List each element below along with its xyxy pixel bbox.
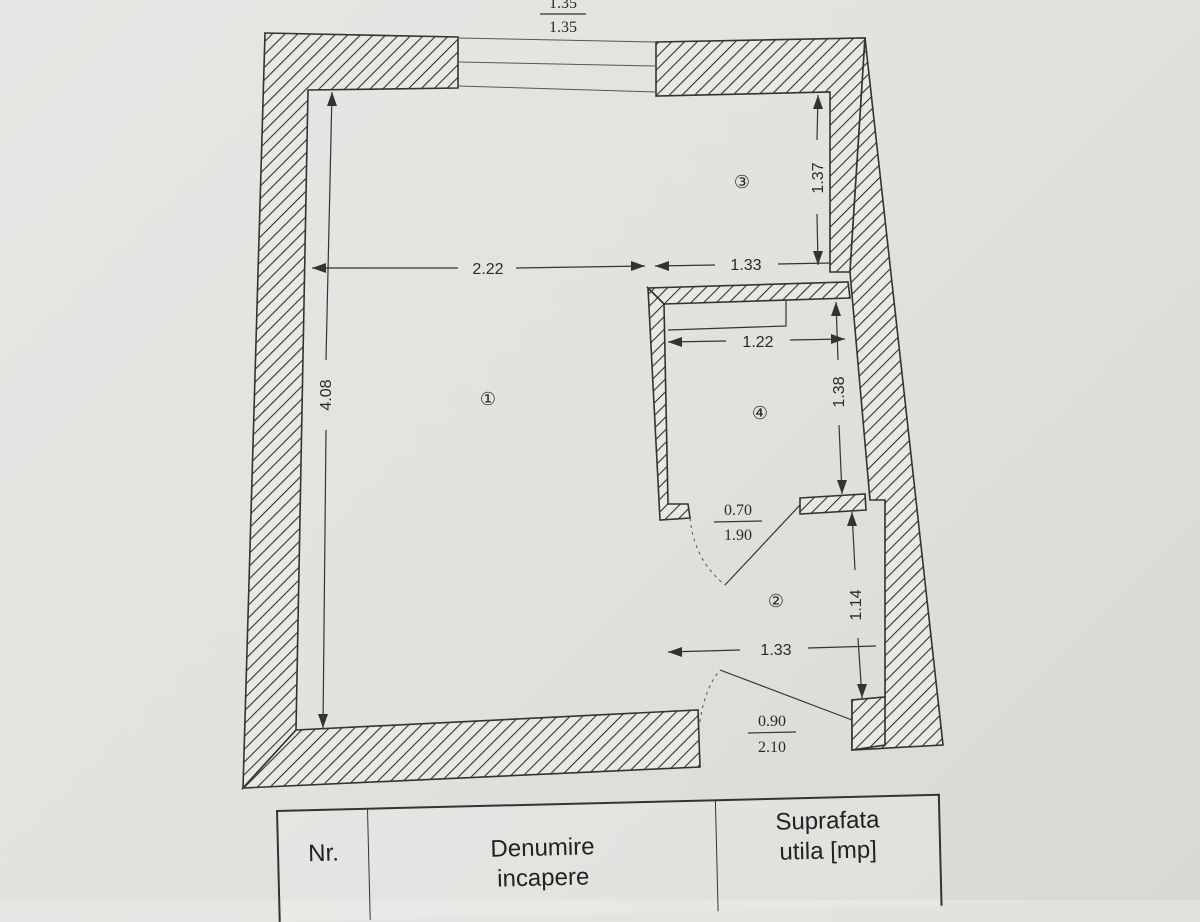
dimension-room2-width: 1.33 [667, 642, 877, 659]
wall-bathroom-left [647, 285, 691, 521]
door-entrance-fraction: 0.90 2.10 [747, 713, 797, 756]
dimension-room2-height: 1.14 [847, 511, 867, 699]
table-header-name: Denumire incapere [368, 801, 719, 920]
window-width-label: 1.35 [549, 0, 577, 12]
dimension-room4-width: 1.22 [667, 334, 846, 351]
room-number-2: ② [768, 591, 784, 612]
table-header-nr: Nr. [278, 809, 371, 922]
window-fraction: 1.35 1.35 [540, 0, 586, 36]
dimension-room3-width: 1.33 [654, 257, 831, 274]
room-number-3: ③ [734, 172, 750, 193]
table-header-area: Suprafata utila [mp] [775, 806, 880, 866]
room-number-4: ④ [752, 403, 768, 424]
room-number-1: ① [480, 389, 496, 410]
door-bathroom-fraction: 0.70 1.90 [713, 502, 763, 544]
floor-plan: 1.35 1.35 2.22 1.33 1.37 [241, 0, 944, 791]
dimension-room1-height: 4.08 [318, 91, 337, 729]
room2-height-label: 1.14 [848, 589, 865, 620]
door2-height-label: 2.10 [758, 739, 786, 756]
wall-bottom-left [241, 709, 701, 789]
wall-top-right [655, 37, 866, 273]
door1-height-label: 1.90 [724, 527, 752, 544]
bathroom-fixture [667, 300, 787, 331]
room1-height-label: 4.08 [318, 379, 335, 410]
wall-bathroom-top [646, 281, 851, 305]
room4-width-label: 1.22 [742, 334, 773, 351]
door2-width-label: 0.90 [758, 713, 786, 730]
room3-height-label: 1.37 [810, 162, 827, 193]
room-table: Nr. Denumire incapere Suprafata utila [m… [276, 793, 943, 922]
wall-left [242, 32, 459, 791]
door-bathroom [689, 504, 801, 586]
dimension-room4-height: 1.38 [831, 301, 848, 495]
dimension-room1-width: 2.22 [312, 261, 646, 278]
door1-width-label: 0.70 [724, 502, 752, 519]
room1-width-label: 2.22 [472, 261, 503, 278]
wall-bathroom-right-stub [799, 493, 867, 515]
wall-right-lower [851, 696, 886, 751]
room4-height-label: 1.38 [831, 376, 848, 407]
window-height-label: 1.35 [549, 19, 577, 36]
dimension-room3-height: 1.37 [810, 94, 827, 266]
wall-right [849, 37, 944, 751]
room3-width-label: 1.33 [730, 257, 761, 274]
door-entrance [699, 669, 853, 723]
window [457, 37, 657, 93]
room2-width-label: 1.33 [760, 642, 791, 659]
